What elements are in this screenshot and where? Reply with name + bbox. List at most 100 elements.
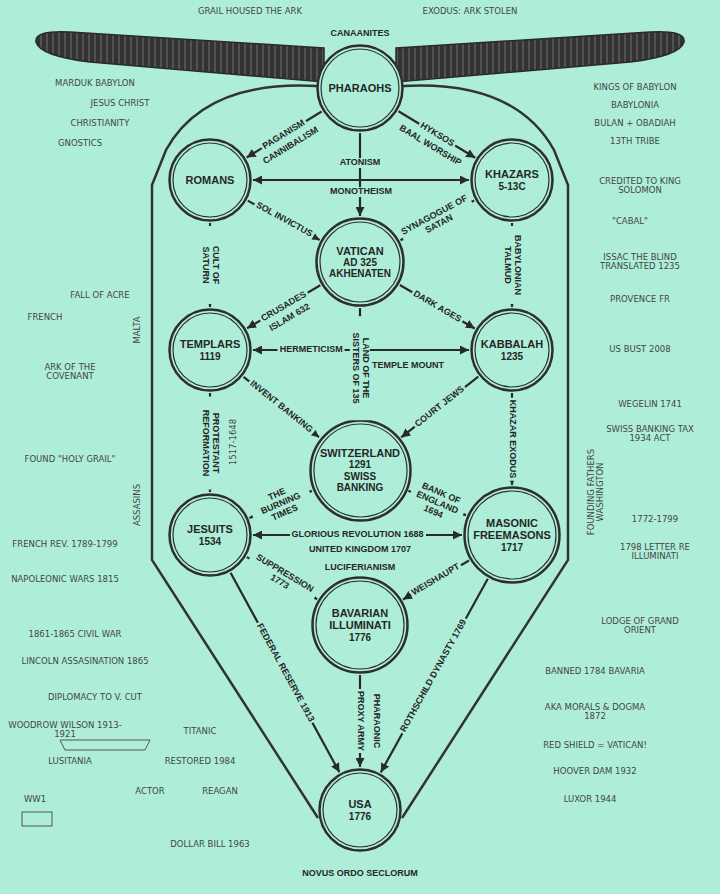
edge-label: LAND OF THE SISTERS OF 135 xyxy=(350,316,370,420)
node-title: PHARAOHS xyxy=(329,82,392,94)
handwritten-note: MARDUK BABYLON xyxy=(53,79,137,88)
handwritten-note: FOUNDING FATHERS WASHINGTON xyxy=(587,425,606,559)
handwritten-note: RESTORED 1984 xyxy=(163,757,238,766)
handwritten-note: 1861-1865 CIVIL WAR xyxy=(27,630,124,639)
edge-label: DARK AGES xyxy=(410,288,465,325)
handwritten-note: BULAN + OBADIAH xyxy=(592,119,677,128)
node-subtext: 1717 xyxy=(501,542,523,553)
handwritten-note: SWISS BANKING TAX 1934 ACT xyxy=(603,425,697,444)
tree-outline xyxy=(152,86,568,818)
printed-label: TEMPLE MOUNT xyxy=(370,361,446,371)
node-subtext: 5-13C xyxy=(498,181,525,192)
inner-ring xyxy=(173,313,247,387)
node-text-group: PHARAOHS xyxy=(329,82,392,94)
edge-label: MONOTHEISM xyxy=(328,187,394,197)
edge-label: BABYLONIAN TALMUD xyxy=(502,226,522,304)
circle-node: PHARAOHS xyxy=(316,44,404,132)
outer-ring xyxy=(465,488,560,583)
handwritten-note: REAGAN xyxy=(200,787,240,796)
right-wing xyxy=(396,32,684,82)
handwritten-note: 13TH TRIBE xyxy=(608,137,662,146)
edge-label: THE BURNING TIMES xyxy=(246,478,315,530)
printed-label: CANAANITES xyxy=(328,29,391,39)
handwritten-note: TITANIC xyxy=(182,727,219,736)
handwritten-note: WEGELIN 1741 xyxy=(616,400,684,409)
circle-node: KABBALAH1235 xyxy=(470,308,554,392)
node-subtext: 1776 xyxy=(349,811,371,822)
node-subtext: 1235 xyxy=(501,351,523,362)
edge-label: FEDERAL RESERVE 1913 xyxy=(253,620,316,725)
outer-ring xyxy=(170,310,251,391)
inner-ring xyxy=(475,313,549,387)
handwritten-note: DIPLOMACY TO V. CUT xyxy=(46,693,144,702)
handwritten-note: WOODROW WILSON 1913-1921 xyxy=(3,721,127,740)
handwritten-note: BABYLONIA xyxy=(609,101,661,110)
outer-ring xyxy=(310,420,410,520)
node-text-group: USA1776 xyxy=(348,798,371,822)
handwritten-note: ISSAC THE BLIND TRANSLATED 1235 xyxy=(583,253,697,272)
handwritten-note: 1798 LETTER RE ILLUMINATI xyxy=(608,543,702,562)
handwritten-note: EXODUS: ARK STOLEN xyxy=(421,7,520,16)
handwritten-note: MALTA xyxy=(133,314,142,345)
edge-label: SYNAGOGUE OF SATAN xyxy=(398,193,476,247)
inner-ring xyxy=(173,498,247,572)
edge-label: WEISHAUPT xyxy=(409,561,464,599)
handwritten-note: "CABAL" xyxy=(610,217,650,226)
handwritten-note: LODGE OF GRAND ORIENT xyxy=(583,617,697,636)
circle-node: BAVARIAN ILLUMINATI1776 xyxy=(311,576,409,674)
left-wing xyxy=(36,32,324,82)
circle-node: VATICANAD 325AKHENATEN xyxy=(315,217,405,307)
handwritten-note: LUSITANIA xyxy=(46,757,93,766)
edge-label: KHAZAR EXODUS xyxy=(507,398,517,481)
handwritten-note: WW1 xyxy=(22,795,48,804)
node-subtext: 1776 xyxy=(349,632,371,643)
handwritten-note: ACTOR xyxy=(133,787,166,796)
handwritten-note: ASSASINS xyxy=(133,482,142,528)
node-text-group: ROMANS xyxy=(186,174,235,186)
connector-arrow xyxy=(401,377,478,438)
node-title: SWITZERLAND xyxy=(320,447,400,459)
inner-ring xyxy=(468,491,556,579)
node-text-group: MASONIC FREEMASONS1717 xyxy=(472,517,552,553)
handwritten-note: LUXOR 1944 xyxy=(562,795,619,804)
outline-left xyxy=(152,86,318,818)
edge-label: COURT JEWS xyxy=(412,383,468,430)
handwritten-note: FRENCH REV. 1789-1799 xyxy=(10,540,119,549)
node-subtext: SWISS BANKING xyxy=(320,471,400,493)
node-text-group: SWITZERLAND1291SWISS BANKING xyxy=(320,447,400,493)
circle-node: JESUITS1534 xyxy=(168,493,252,577)
node-text-group: KABBALAH1235 xyxy=(481,338,543,362)
node-title: USA xyxy=(348,798,371,810)
outer-ring xyxy=(472,140,553,221)
edge-label: GLORIOUS REVOLUTION 1688 xyxy=(289,530,425,540)
outer-ring xyxy=(170,140,251,221)
handwritten-note: AKA MORALS & DOGMA 1872 xyxy=(538,703,652,722)
edge-label: HERMETICISM xyxy=(278,345,345,355)
handwritten-note: DOLLAR BILL 1963 xyxy=(168,840,251,849)
outer-ring xyxy=(472,310,553,391)
node-title: ROMANS xyxy=(186,174,235,186)
handwritten-note: HOOVER DAM 1932 xyxy=(551,767,638,776)
handwritten-note: GRAIL HOUSED THE ARK xyxy=(196,7,304,16)
edge-label: CULT OF SATURN xyxy=(200,226,220,304)
handwritten-note: 1517-1648 xyxy=(229,417,238,467)
node-text-group: KHAZARS5-13C xyxy=(485,168,539,192)
connector-arrow xyxy=(244,377,319,437)
node-subtext: 1119 xyxy=(199,351,220,362)
connector-arrow xyxy=(400,285,475,328)
printed-label: NOVUS ORDO SECLORUM xyxy=(300,869,420,879)
printed-label: UNITED KINGDOM 1707 xyxy=(307,545,413,555)
printed-label: PHARAONIC xyxy=(371,692,381,751)
inner-ring xyxy=(173,143,247,217)
handwritten-note: ARK OF THE COVENANT xyxy=(18,363,122,382)
circle-node: TEMPLARS1119 xyxy=(168,308,252,392)
handwritten-note: CHRISTIANITY xyxy=(69,119,132,128)
inner-ring xyxy=(321,49,399,127)
inner-ring xyxy=(316,581,404,669)
node-title: VATICAN xyxy=(336,245,383,257)
node-subtext: 1534 xyxy=(199,536,221,547)
handwritten-note: NAPOLEONIC WARS 1815 xyxy=(9,575,121,584)
circle-node: USA1776 xyxy=(318,768,402,852)
